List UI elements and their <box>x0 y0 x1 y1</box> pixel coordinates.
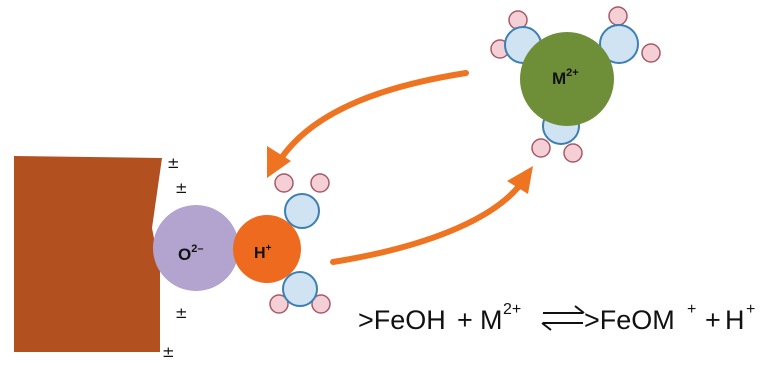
proton-atom <box>233 215 301 283</box>
equation-product2: H <box>725 305 745 335</box>
reaction-equation: >FeOH + M 2+ >FeOM + + H + <box>358 301 755 335</box>
equation-product1-charge: + <box>687 301 696 318</box>
oxygen-atom <box>153 205 239 291</box>
water-molecule <box>274 173 330 229</box>
water-molecule <box>269 271 331 314</box>
adsorption-arrowhead <box>507 166 533 194</box>
equation-reactant2-charge: 2+ <box>503 301 521 318</box>
desorption-arrowhead <box>267 146 291 178</box>
surface-charge: ± <box>175 304 188 322</box>
water-molecule <box>599 6 661 64</box>
equation-reactant1: >FeOH <box>358 305 446 335</box>
adsorption-arrow <box>330 182 523 265</box>
equation-product1: >FeOM <box>584 305 675 335</box>
metal-label: M2+ <box>552 67 579 88</box>
equilibrium-arrows-icon <box>541 305 585 331</box>
desorption-arrow <box>277 70 469 163</box>
surface-charge: ± <box>167 154 180 172</box>
equation-product2-charge: + <box>746 301 755 318</box>
water-molecule <box>490 10 542 64</box>
proton-label: H+ <box>254 243 272 262</box>
equation-plus: + <box>457 305 473 335</box>
metal-ion <box>520 32 614 126</box>
oxygen-label: O2– <box>178 243 203 264</box>
equation-reactant2: M <box>480 305 503 335</box>
surface-charge: ± <box>175 179 188 197</box>
equation-plus: + <box>705 305 721 335</box>
mineral-surface <box>14 156 162 352</box>
surface-charge: ± <box>162 343 175 361</box>
